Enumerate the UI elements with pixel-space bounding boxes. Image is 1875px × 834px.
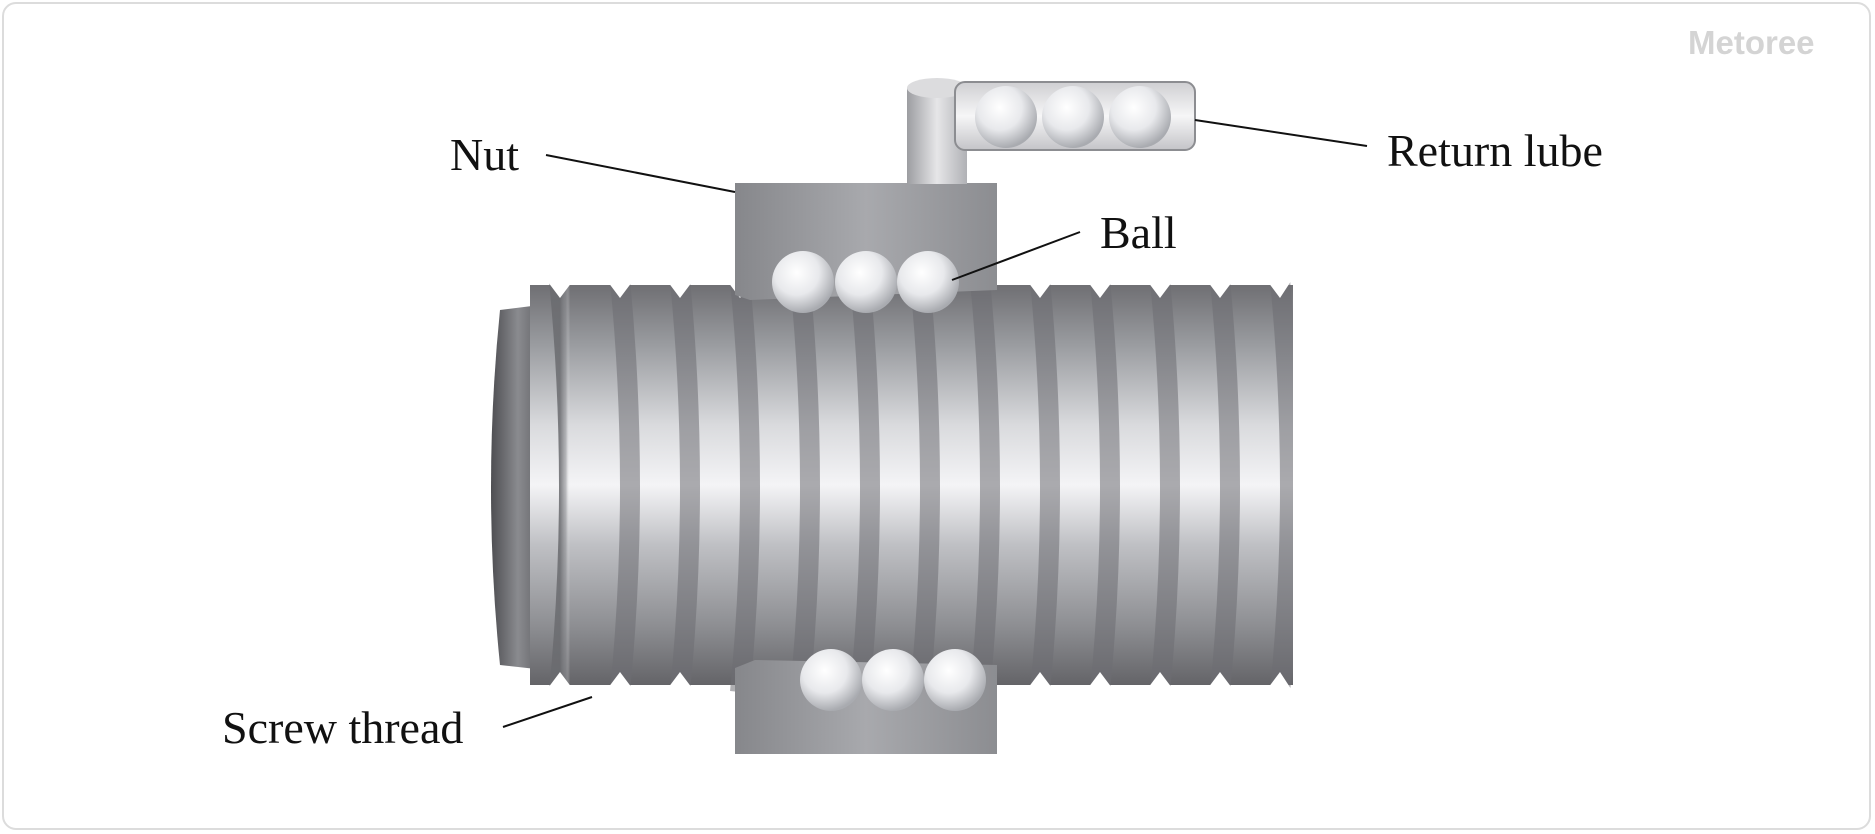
return-tube-label: Return lube: [1387, 125, 1603, 176]
screw-shaft: [491, 278, 1293, 692]
nut-leader-line: [545, 154, 736, 193]
thread-crests-top: [530, 278, 1293, 298]
balls-bottom: [800, 649, 986, 711]
ball: [975, 86, 1037, 148]
balls-return-tube: [975, 86, 1171, 148]
balls-top: [772, 251, 959, 313]
return-tube-cap: [907, 78, 967, 98]
ball: [924, 649, 986, 711]
watermark-logo: Metoree: [1688, 24, 1815, 61]
ball: [772, 251, 834, 313]
thread-crests-bottom: [545, 672, 1293, 692]
thread-grooves: [549, 278, 1293, 692]
screw-thread-leader-line: [502, 696, 593, 728]
screw-thread-label: Screw thread: [222, 702, 463, 753]
ball: [800, 649, 862, 711]
ball: [1109, 86, 1171, 148]
leader-lines: [502, 119, 1368, 728]
ball: [1042, 86, 1104, 148]
return-tube-leader-line: [1194, 119, 1368, 147]
nut-label: Nut: [450, 129, 519, 180]
ball: [862, 649, 924, 711]
ball-label: Ball: [1100, 207, 1177, 258]
ball-leader-line: [951, 231, 1081, 281]
ball: [835, 251, 897, 313]
ball: [897, 251, 959, 313]
